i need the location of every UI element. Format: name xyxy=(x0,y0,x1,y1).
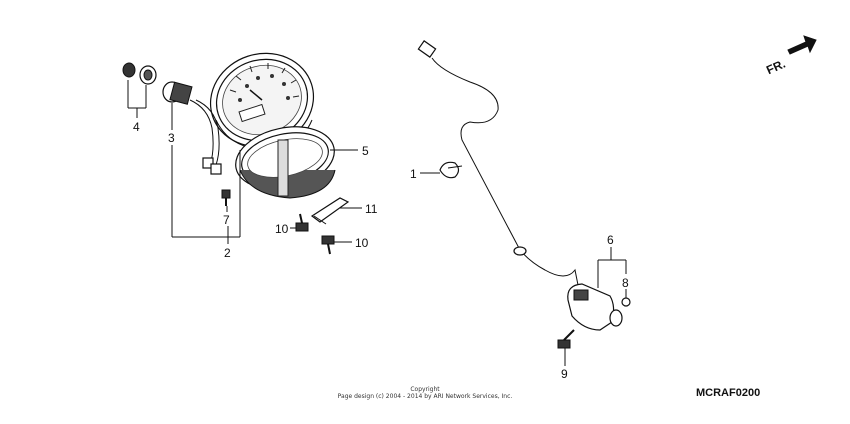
label-7: 7 xyxy=(223,213,230,227)
copyright-line-1: Copyright xyxy=(410,386,440,393)
direction-label: FR. xyxy=(764,57,787,78)
label-10b: 10 xyxy=(355,236,369,250)
grommet-and-nut xyxy=(122,62,157,85)
label-8: 8 xyxy=(622,276,629,290)
label-2: 2 xyxy=(224,246,231,260)
speed-sensor-cable xyxy=(417,40,579,286)
copyright-notice: Copyright Page design (c) 2004 - 2014 by… xyxy=(300,386,550,400)
bolt-10a xyxy=(295,213,309,232)
bolt-10b xyxy=(321,235,335,255)
label-9: 9 xyxy=(561,367,568,381)
meter-cover-ring xyxy=(235,126,336,199)
label-4: 4 xyxy=(133,120,140,134)
label-6: 6 xyxy=(607,233,614,247)
leader-lines xyxy=(127,80,627,366)
front-direction-arrow-icon xyxy=(787,35,817,55)
bulb-socket-harness xyxy=(162,81,222,175)
diagram-code: MCRAF0200 xyxy=(696,387,761,399)
label-3: 3 xyxy=(168,131,175,145)
copyright-line-2: Page design (c) 2004 - 2014 by ARI Netwo… xyxy=(337,393,513,400)
speedometer-gauge xyxy=(209,52,315,151)
label-5: 5 xyxy=(362,144,369,158)
label-11: 11 xyxy=(365,202,378,216)
label-10a: 10 xyxy=(275,222,289,236)
speed-sensor xyxy=(567,283,631,331)
label-1: 1 xyxy=(410,167,417,181)
cable-clamp xyxy=(439,161,463,179)
bolt-9 xyxy=(557,329,575,349)
screw-7 xyxy=(221,189,231,206)
mounting-bracket xyxy=(310,197,350,225)
